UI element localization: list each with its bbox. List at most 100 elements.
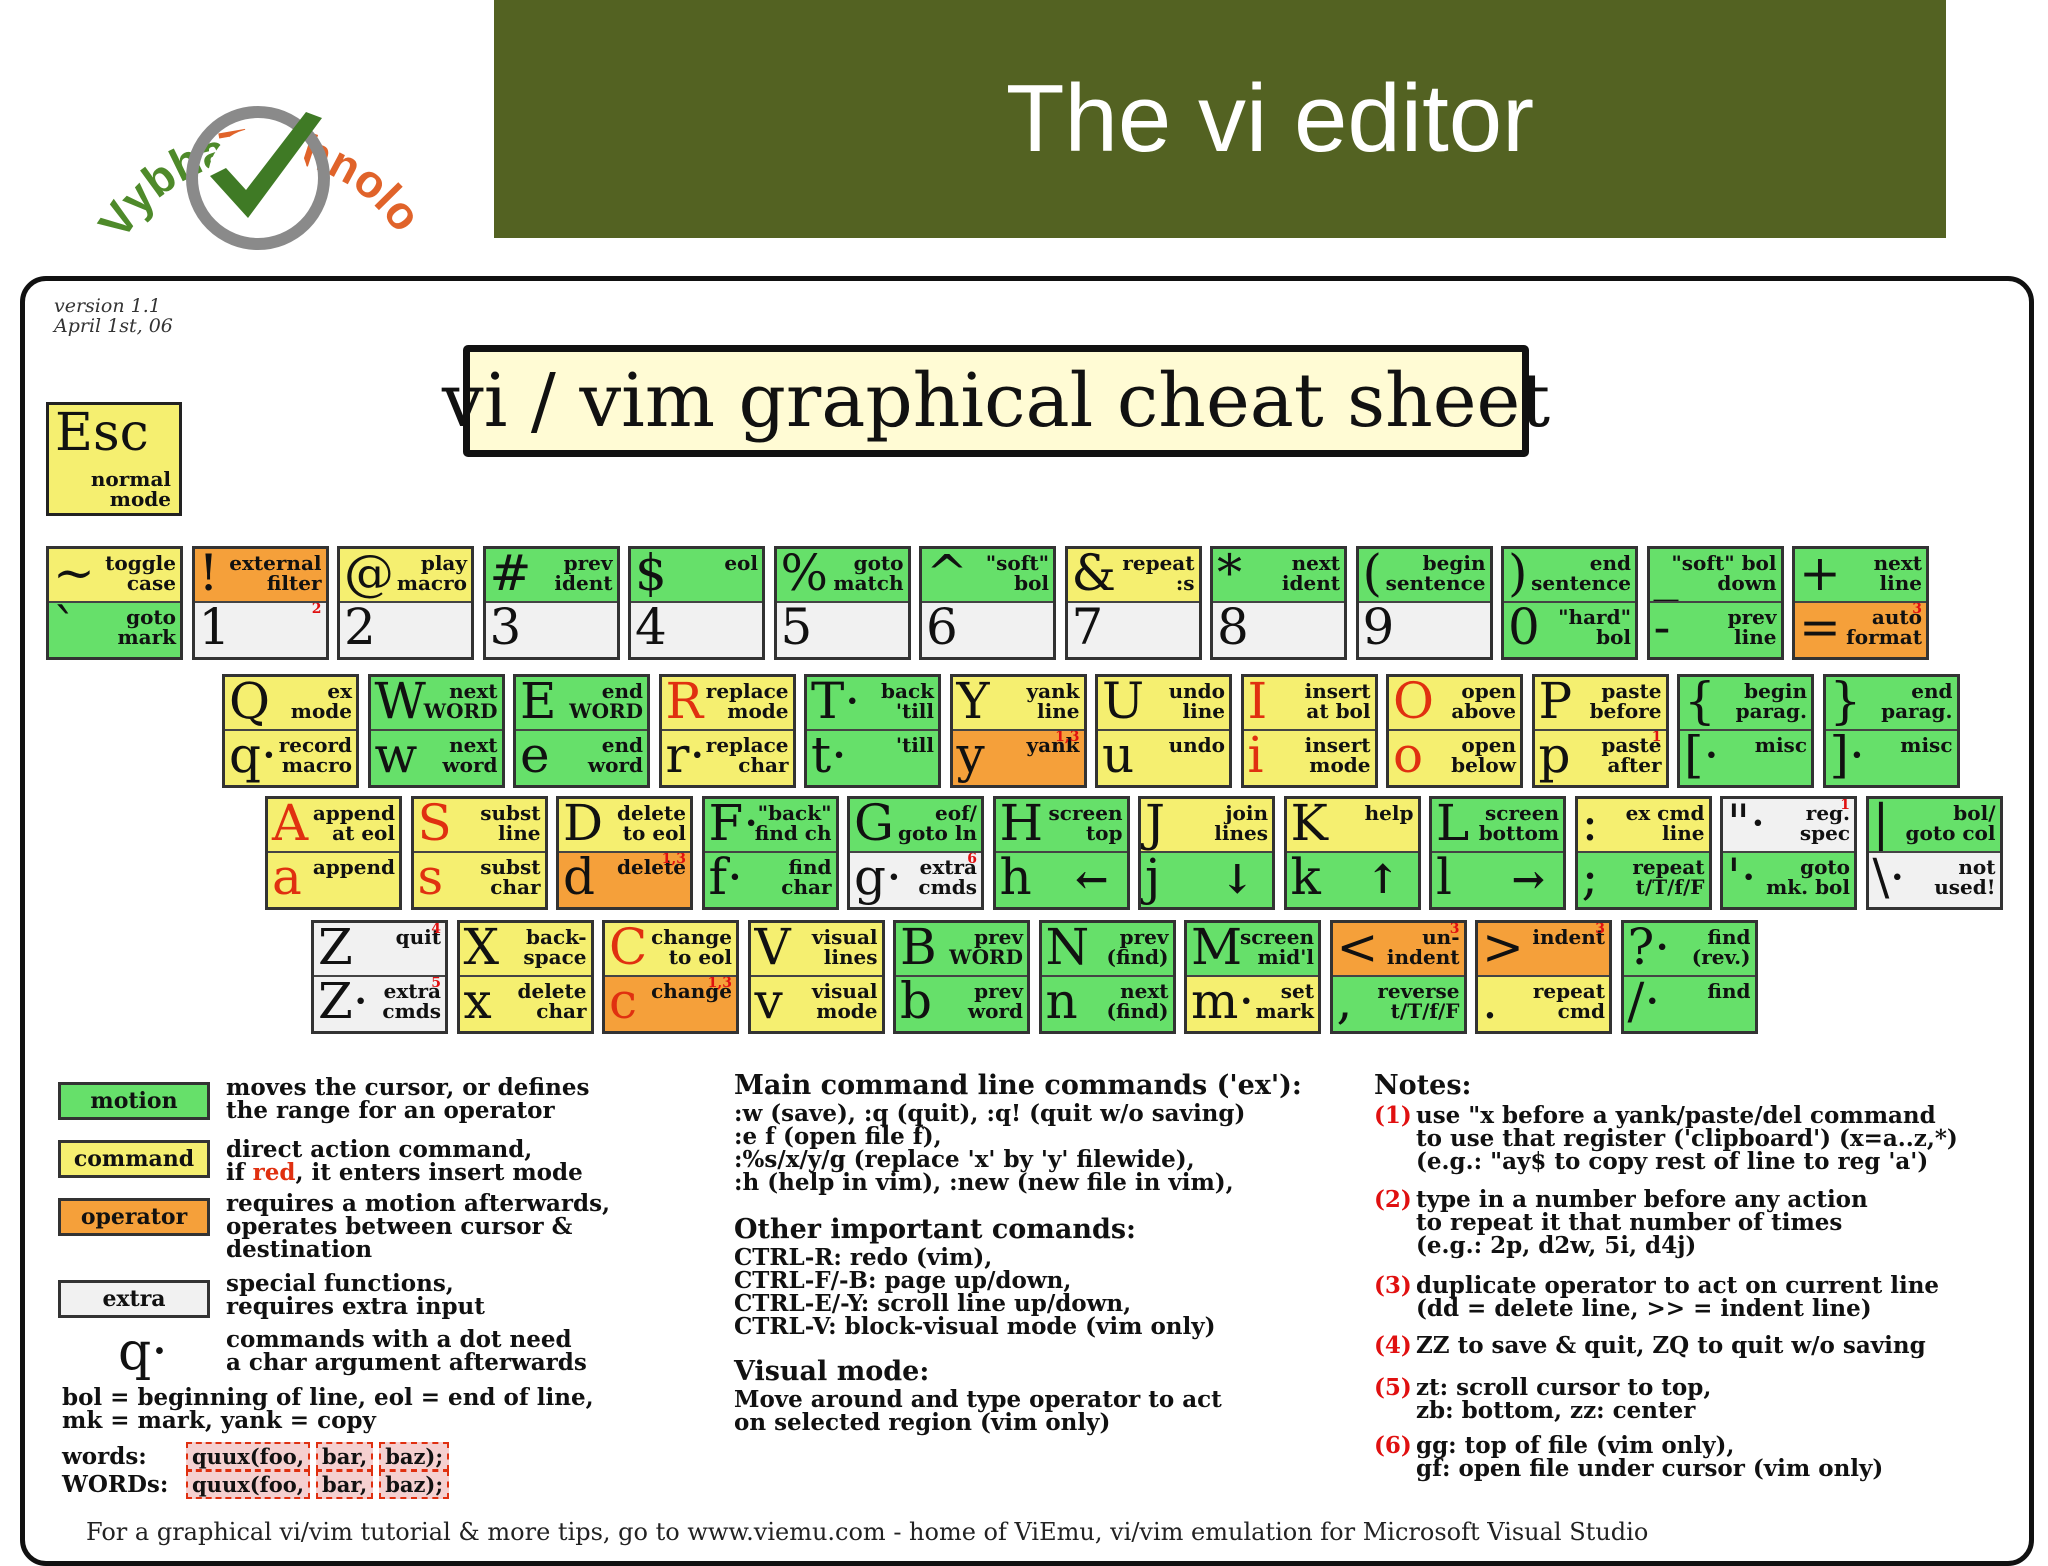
note-number: (5) <box>1374 1374 1412 1401</box>
key-unshifted: 8 <box>1213 603 1344 657</box>
WORDs-label: WORDs: <box>62 1471 169 1498</box>
legend-command: command <box>58 1140 210 1178</box>
ex-line: :e f (open file f), <box>734 1123 942 1150</box>
other-line: CTRL-E/-Y: scroll line up/down, <box>734 1290 1132 1317</box>
key-char: U <box>1102 677 1145 730</box>
key-desc: replace mode <box>705 679 789 723</box>
key-desc: repeat t/T/f/F <box>1632 855 1705 899</box>
key-shifted: $eol <box>631 549 762 603</box>
key-desc: eof/ goto ln <box>897 801 977 845</box>
key-unshifted: r·replace char <box>661 731 793 785</box>
key-desc: indent <box>1532 925 1605 949</box>
key-unshifted: 0"hard" bol <box>1504 603 1635 657</box>
note-text: use "x before a yank/paste/del command <box>1416 1102 1936 1129</box>
note-line: (6)gg: top of file (vim only), <box>1374 1434 1883 1457</box>
key-char: B <box>900 923 937 976</box>
other-line: CTRL-V: block-visual mode (vim only) <box>734 1313 1216 1340</box>
note-text: zt: scroll cursor to top, <box>1416 1374 1712 1401</box>
key-unshifted: \·not used! <box>1868 853 2000 907</box>
key-char: N <box>1045 923 1090 976</box>
abbreviations: bol = beginning of line, eol = end of li… <box>62 1386 594 1432</box>
key-desc: subst char <box>480 855 541 899</box>
key-desc: eol <box>724 551 758 575</box>
legend-dot-desc-line: commands with a dot need <box>226 1326 572 1353</box>
key-char: q· <box>229 731 277 784</box>
key-char: ; <box>1581 853 1599 906</box>
key-desc: append <box>312 855 395 879</box>
key-desc: back- space <box>523 925 587 969</box>
key-desc: prev (find) <box>1106 925 1169 969</box>
key-desc: end sentence <box>1531 551 1631 595</box>
key-char: H <box>999 799 1044 852</box>
key-footnote: 1 <box>1651 731 1662 745</box>
key-desc: help <box>1364 801 1414 825</box>
visual-line: on selected region (vim only) <box>734 1409 1111 1436</box>
legend-dot-desc: commands with a dot need a char argument… <box>226 1328 587 1374</box>
legend-motion-desc: moves the cursor, or defines the range f… <box>226 1076 589 1122</box>
key-unshifted: ]·misc <box>1825 731 1957 785</box>
key-unshifted: -prev line <box>1649 603 1781 657</box>
key-char: S <box>417 799 452 852</box>
key-shifted: {begin parag. <box>1680 677 1811 731</box>
key-desc: "back" find ch <box>754 801 832 845</box>
note-line: (1)use "x before a yank/paste/del comman… <box>1374 1104 1958 1127</box>
key-char: ~ <box>53 549 95 602</box>
key-char: f· <box>708 853 743 906</box>
key-char: L <box>1436 799 1470 852</box>
key-desc: extra cmds <box>918 855 977 899</box>
key-desc: "soft" bol down <box>1671 551 1777 595</box>
key-shifted: _"soft" bol down <box>1649 549 1781 603</box>
key-char: | <box>1872 799 1890 852</box>
key-char: i <box>1247 731 1264 784</box>
key-char: G <box>854 799 894 852</box>
key-desc: delete <box>617 855 686 879</box>
key-desc: paste after <box>1601 733 1662 777</box>
key-desc: visual lines <box>811 925 878 969</box>
key-desc: ex mode <box>290 679 352 723</box>
version-date: April 1st, 06 <box>54 315 173 337</box>
key-footnote: 3 <box>1595 923 1605 937</box>
key-footnote: 1,3 <box>707 977 732 991</box>
key-desc: insert at bol <box>1304 679 1371 723</box>
key-unshifted: ,reverse t/T/f/F <box>1332 977 1464 1031</box>
key-char: Q <box>229 677 270 730</box>
key-desc: 'till <box>895 733 934 757</box>
key-desc: prev ident <box>554 551 613 595</box>
key-char: 9 <box>1362 603 1395 656</box>
key-shifted: @play macro <box>340 549 471 603</box>
key-desc: "hard" bol <box>1558 605 1631 649</box>
key-unshifted: 3 <box>485 603 617 657</box>
other-heading: Other important comands: <box>734 1214 1137 1245</box>
key-desc: end parag. <box>1881 679 1953 723</box>
key-footnote: 6 <box>967 853 977 867</box>
key-char: o <box>1393 731 1424 784</box>
key-shifted: &repeat :s <box>1067 549 1199 603</box>
key-char: < <box>1336 923 1379 976</box>
key-char: I <box>1247 677 1268 730</box>
key-desc: next WORD <box>423 679 498 723</box>
